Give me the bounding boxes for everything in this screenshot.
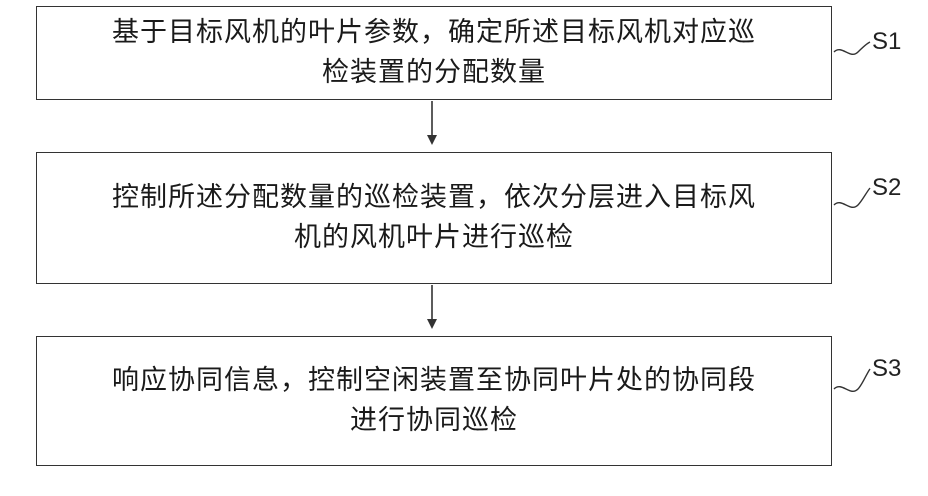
- step-s3-text-line2: 进行协同巡检: [350, 401, 518, 441]
- step-s1-text-line1: 基于目标风机的叶片参数，确定所述目标风机对应巡: [112, 13, 756, 53]
- step-label-s1: S1: [872, 28, 901, 56]
- step-s1-text-line2: 检装置的分配数量: [322, 53, 546, 93]
- leader-curve-s2: [834, 188, 870, 207]
- step-s2-text-line2: 机的风机叶片进行巡检: [294, 218, 574, 258]
- step-s3-text-line1: 响应协同信息，控制空闲装置至协同叶片处的协同段: [112, 361, 756, 401]
- leader-curve-s1: [834, 42, 870, 54]
- step-label-s2: S2: [872, 174, 901, 202]
- step-s2-text-line1: 控制所述分配数量的巡检装置，依次分层进入目标风: [112, 178, 756, 218]
- step-box-s3: 响应协同信息，控制空闲装置至协同叶片处的协同段 进行协同巡检: [36, 336, 832, 466]
- step-box-s1: 基于目标风机的叶片参数，确定所述目标风机对应巡 检装置的分配数量: [36, 6, 832, 100]
- leader-curve-s3: [834, 369, 870, 391]
- step-box-s2: 控制所述分配数量的巡检装置，依次分层进入目标风 机的风机叶片进行巡检: [36, 152, 832, 284]
- step-label-s3: S3: [872, 355, 901, 383]
